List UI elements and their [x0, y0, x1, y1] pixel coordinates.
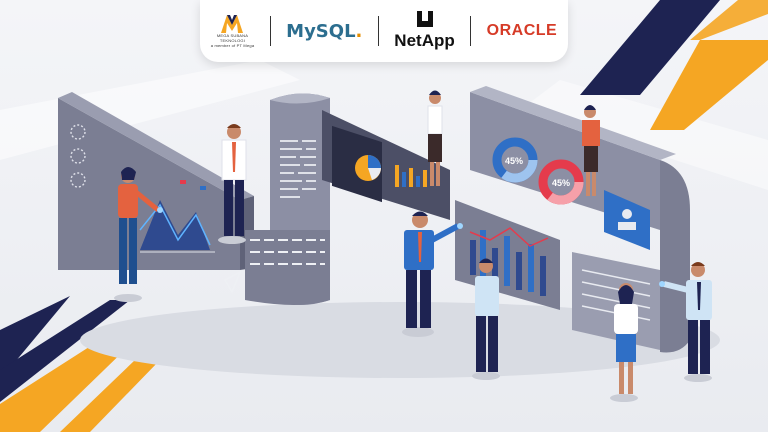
- ground-shadow: [80, 302, 720, 378]
- donut-right-label: 45%: [552, 178, 570, 188]
- middle-screen-panel: [322, 110, 450, 220]
- donut-chart-left: [492, 137, 538, 183]
- light-ray: [520, 80, 768, 190]
- logo-divider: [377, 16, 379, 46]
- touch-glow: [157, 207, 163, 213]
- corner-stripes-top-right: [580, 0, 768, 130]
- touch-glow: [659, 281, 665, 287]
- logo-divider: [470, 16, 472, 46]
- person-woman-bottom-right: [610, 283, 638, 402]
- center-cylinder-panel: [223, 93, 330, 305]
- netapp-mark-icon: [416, 11, 433, 27]
- mega-subana-mark-icon: [221, 14, 244, 33]
- mysql-dot: .: [355, 20, 363, 42]
- mysql-logo: MySQL.: [280, 21, 368, 42]
- mysql-wordmark: MySQL: [286, 20, 356, 42]
- person-man-far-right: [663, 262, 712, 382]
- oracle-logo: ORACLE: [481, 22, 564, 40]
- center-bar-chart: [455, 200, 560, 310]
- mega-subana-tagline: a member of PT Mega: [210, 42, 255, 48]
- person-woman-top: [427, 90, 443, 186]
- user-card: [604, 190, 650, 250]
- mega-subana-logo: MEGA SUBANA TEKNOLOGI a member of PT Meg…: [205, 14, 261, 48]
- partner-logo-bar: MEGA SUBANA TEKNOLOGI a member of PT Meg…: [200, 0, 568, 62]
- netapp-logo: NetApp: [388, 11, 460, 51]
- mega-subana-name: MEGA SUBANA: [216, 32, 249, 38]
- person-woman-top-right: [582, 105, 600, 196]
- corner-stripes-bottom-left: [0, 296, 160, 432]
- netapp-wordmark: NetApp: [394, 31, 455, 50]
- person-woman-left: [114, 167, 160, 302]
- touch-glow: [457, 223, 463, 229]
- logo-divider: [269, 16, 271, 46]
- person-man-tie-left: [218, 124, 247, 244]
- person-man-blue-center: [402, 211, 460, 337]
- donut-left-label: 45%: [505, 156, 523, 166]
- mega-subana-subname: TEKNOLOGI: [219, 37, 246, 43]
- donut-chart-right: [538, 159, 584, 205]
- person-man-light-bottom: [472, 258, 500, 380]
- oracle-wordmark: ORACLE: [486, 22, 558, 39]
